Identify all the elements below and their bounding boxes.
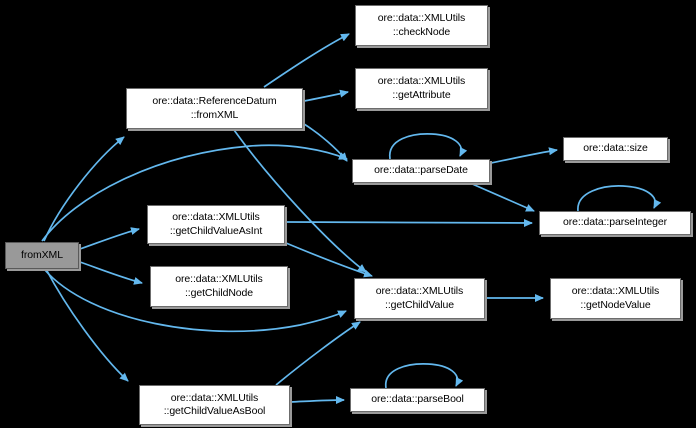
node-xmlutils-getnodevalue[interactable]: ore::data::XMLUtils::getNodeValue — [550, 278, 681, 319]
node-xmlutils-getchildnode[interactable]: ore::data::XMLUtils::getChildNode — [150, 266, 288, 307]
edge-fromxml-to-referencedatum — [43, 136, 125, 242]
node-label-line1: ore::data::parseInteger — [563, 216, 667, 229]
node-label-line2: ::getChildNode — [184, 286, 254, 299]
node-label-line1: ore::data::XMLUtils — [377, 12, 466, 24]
node-label-line1: ore::data::XMLUtils — [571, 285, 660, 297]
node-parsedate[interactable]: ore::data::parseDate — [352, 159, 490, 183]
node-label-line1: ore::data::XMLUtils — [377, 75, 466, 87]
node-parsebool[interactable]: ore::data::parseBool — [350, 388, 485, 412]
edge-parsebool-self-loop — [385, 363, 464, 389]
node-xmlutils-getchildvalueasbool[interactable]: ore::data::XMLUtils::getChildValueAsBool — [139, 385, 290, 425]
node-xmlutils-checknode[interactable]: ore::data::XMLUtils::checkNode — [355, 5, 488, 46]
edge-parsedate-self-loop — [389, 133, 468, 160]
node-label-line1: ore::data::XMLUtils — [170, 391, 259, 404]
node-xmlutils-getchildvalueasint[interactable]: ore::data::XMLUtils::getChildValueAsInt — [147, 205, 285, 244]
node-size[interactable]: ore::data::size — [563, 137, 668, 161]
node-xmlutils-getchildvalue[interactable]: ore::data::XMLUtils::getChildValue — [354, 278, 485, 319]
edge-getchildvalueasbool-to-getchildvalue — [275, 321, 361, 386]
node-xmlutils-getattribute[interactable]: ore::data::XMLUtils::getAttribute — [355, 68, 488, 109]
edge-referencedatum-to-checknode — [263, 33, 350, 88]
node-label-line2: ::getChildValue — [385, 298, 454, 311]
edge-parsedate-to-parseinteger — [469, 182, 535, 212]
node-label-line1: ore::data::XMLUtils — [175, 273, 263, 285]
edge-parsedate-to-size — [490, 147, 558, 164]
edge-fromxml-to-getchildvalueasint — [79, 227, 140, 250]
node-label-line1: ore::data::XMLUtils — [172, 211, 260, 223]
node-label-line2: ::getChildValueAsInt — [169, 224, 263, 237]
edge-referencedatum-to-parsedate — [303, 123, 348, 162]
node-label-line1: ore::data::parseBool — [371, 393, 464, 406]
node-label-line2: ::getChildValueAsBool — [163, 405, 266, 417]
edge-getchildvalueasint-to-parseinteger — [285, 218, 533, 227]
node-label-line1: ore::data::size — [583, 142, 648, 155]
node-label-line1: fromXML — [21, 248, 63, 261]
node-label-line1: ore::data::XMLUtils — [375, 285, 464, 297]
edge-fromxml-to-getchildnode — [79, 261, 143, 285]
edge-parseinteger-self-loop — [577, 185, 662, 212]
node-label-line2: ::fromXML — [190, 108, 239, 121]
edge-getchildvalueasint-to-getchildvalue — [285, 242, 373, 278]
node-label-line2: ::getNodeValue — [580, 298, 651, 311]
node-fromxml-root[interactable]: fromXML — [5, 242, 79, 269]
node-label-line1: ore::data::parseDate — [374, 164, 468, 177]
node-parseinteger[interactable]: ore::data::parseInteger — [539, 211, 691, 235]
node-label-line1: ore::data::ReferenceDatum — [152, 95, 277, 107]
node-referencedatum-fromxml[interactable]: ore::data::ReferenceDatum::fromXML — [126, 88, 303, 129]
node-label-line2: ::getAttribute — [392, 88, 451, 101]
node-label-line2: ::checkNode — [392, 25, 451, 38]
edge-getchildvalueasbool-to-parsebool — [290, 396, 345, 405]
edge-fromxml-to-getchildvalueasbool — [45, 268, 129, 382]
edge-referencedatum-to-getchildvalue — [233, 129, 367, 273]
edge-referencedatum-to-getattribute — [303, 89, 349, 102]
